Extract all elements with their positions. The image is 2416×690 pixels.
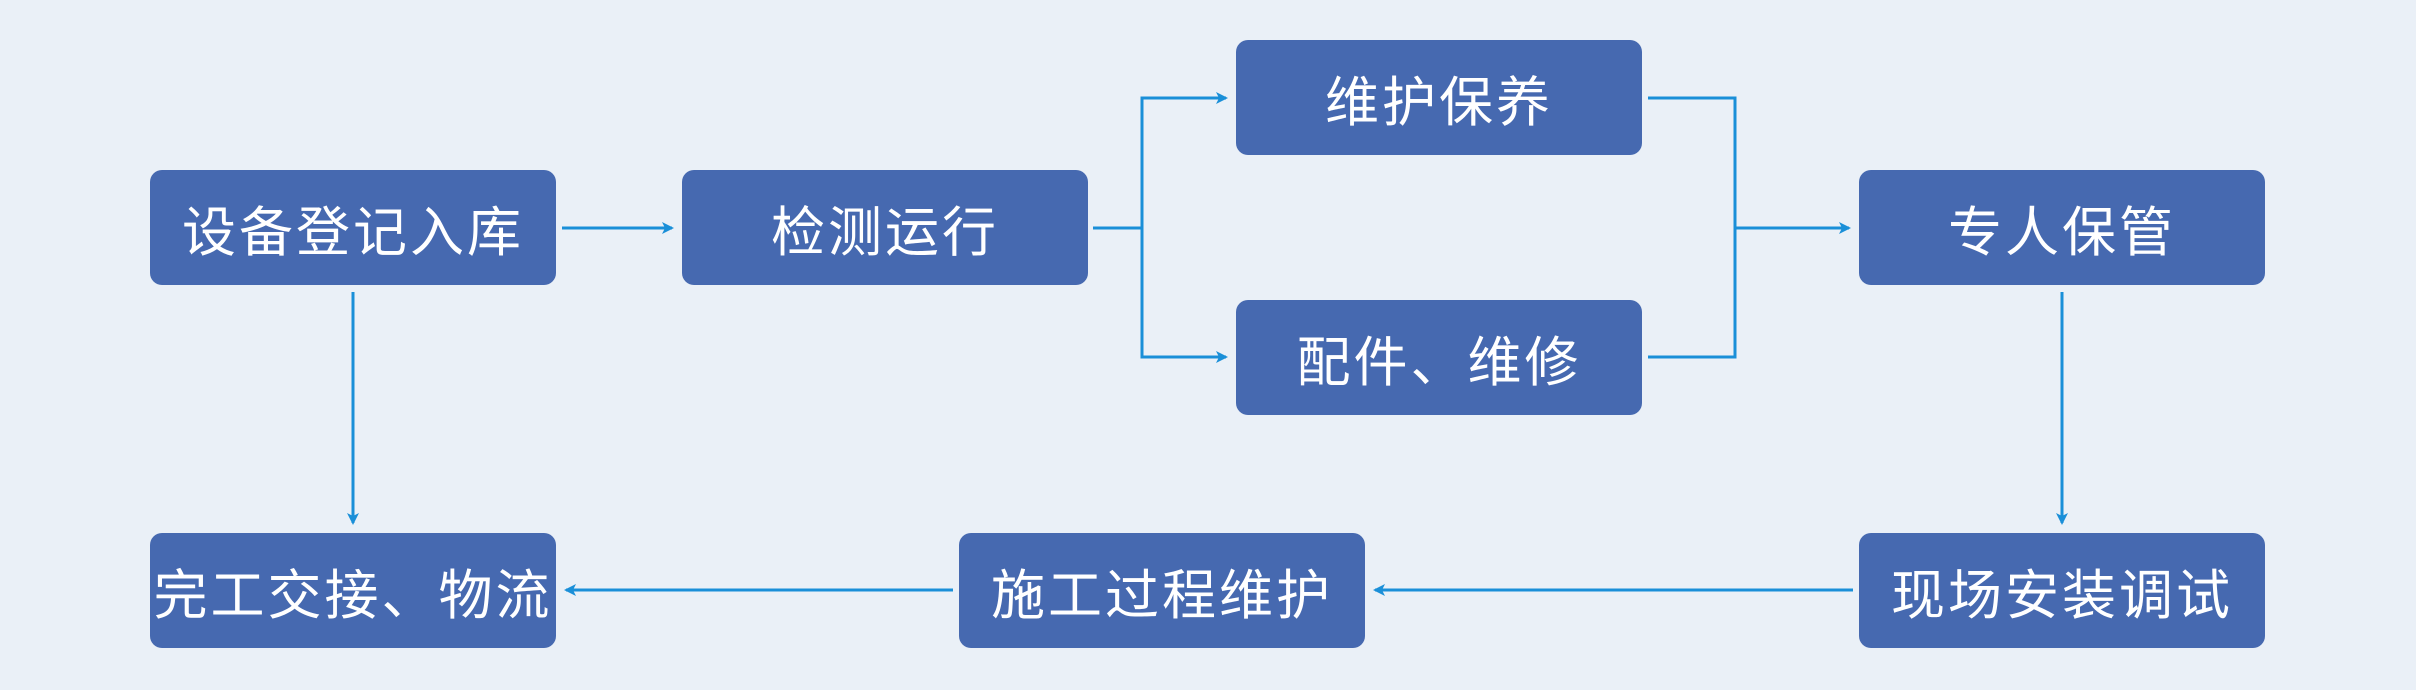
node-handover: 完工交接、物流 (150, 533, 556, 648)
node-register-label: 设备登记入库 (182, 201, 524, 264)
node-custody: 专人保管 (1859, 170, 2265, 285)
node-process-maintain-label: 施工过程维护 (991, 564, 1333, 627)
node-parts-repair-label: 配件、维修 (1296, 331, 1582, 394)
node-custody-label: 专人保管 (1948, 201, 2176, 264)
node-install-debug: 现场安装调试 (1859, 533, 2265, 648)
node-install-debug-label: 现场安装调试 (1891, 564, 2233, 627)
node-process-maintain: 施工过程维护 (959, 533, 1365, 648)
line-maintain-to-merge (1648, 96, 1737, 359)
node-parts-repair: 配件、维修 (1236, 300, 1642, 415)
node-register: 设备登记入库 (150, 170, 556, 285)
node-handover-label: 完工交接、物流 (153, 564, 553, 627)
node-inspect-label: 检测运行 (771, 201, 999, 264)
node-inspect: 检测运行 (682, 170, 1088, 285)
node-maintain: 维护保养 (1236, 40, 1642, 155)
arrow-inspect-to-maintain (1093, 92, 1228, 230)
node-maintain-label: 维护保养 (1325, 71, 1553, 134)
arrow-inspect-to-parts-repair (1140, 228, 1228, 363)
